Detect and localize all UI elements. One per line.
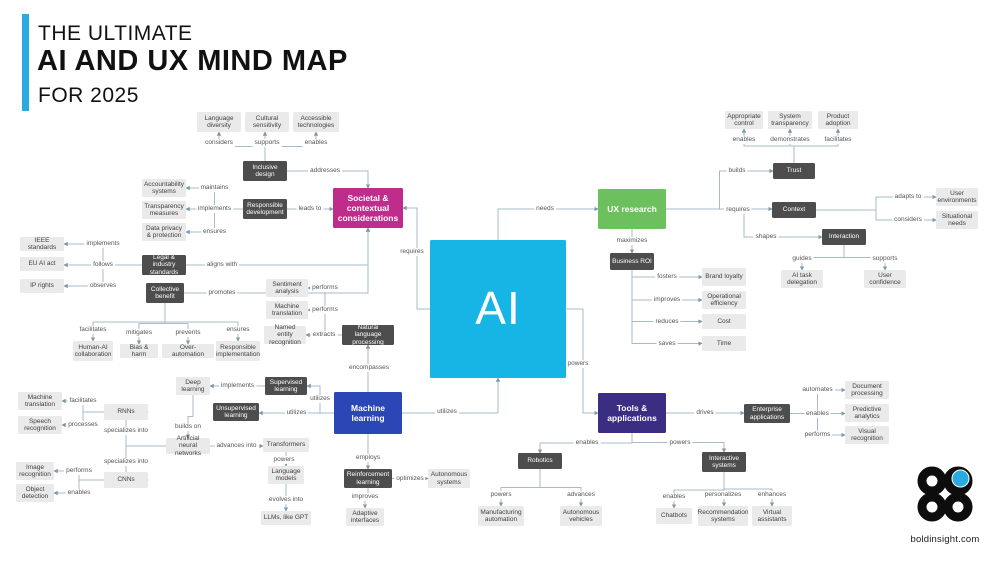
edge-context-user-environments <box>816 194 937 211</box>
edge-deep-learning-ann <box>185 395 194 439</box>
logo-url: boldinsight.com <box>910 534 980 545</box>
edge-inclusive-design-accessible-technologies <box>264 131 319 161</box>
edge-trust-product-adoption <box>793 128 841 163</box>
edge-ai-tools <box>566 308 599 416</box>
edge-nlp-machine-translation-nlp <box>307 307 342 336</box>
edge-robotics-autonomous-vehicles <box>539 469 584 507</box>
edge-business-roi-operational-efficiency <box>631 270 703 303</box>
edge-machine-learning-ai <box>402 377 501 414</box>
edge-business-roi-cost <box>631 270 703 324</box>
title-line-1: THE ULTIMATE <box>38 22 193 45</box>
edge-legal-standards-societal <box>186 227 371 266</box>
edge-ux-research-interaction <box>666 208 823 240</box>
edge-collective-benefit-societal <box>184 227 371 294</box>
edge-inclusive-design-language-diversity <box>216 131 266 161</box>
edge-ai-ux-research <box>497 206 599 240</box>
edge-ai-societal <box>402 205 430 310</box>
page-title: AI AND UX MIND MAP <box>37 45 348 77</box>
title-line-3: FOR 2025 <box>38 84 139 107</box>
edge-machine-learning-supervised-learning <box>306 383 334 414</box>
edge-ann-rnns <box>125 409 166 447</box>
edge-reinforcement-learning-adaptive-interfaces <box>362 488 369 509</box>
edge-interaction-ai-task-delegation <box>799 245 845 271</box>
boldinsight-logo: boldinsight.com <box>903 462 987 545</box>
edge-business-roi-time <box>631 270 703 346</box>
edge-enterprise-applications-visual-recognition <box>790 413 846 438</box>
edge-ux-research-trust <box>666 168 774 210</box>
edge-trust-system-transparency <box>787 128 795 163</box>
edge-cnns-object-detection <box>53 479 104 496</box>
edge-interactive-systems-virtual-assistants <box>723 472 775 507</box>
edge-context-situational-needs <box>816 209 937 223</box>
edge-inclusive-design-societal <box>287 170 371 189</box>
edge-tools-interactive-systems <box>631 433 727 453</box>
edge-rnns-speech-recognition <box>61 411 104 428</box>
edge-interactive-systems-chatbots <box>671 472 725 509</box>
edge-robotics-manufacturing-automation <box>498 469 541 507</box>
edge-legal-standards-ip-rights <box>63 264 142 289</box>
edge-collective-benefit-human-ai-collab <box>90 303 166 342</box>
edge-collective-benefit-over-automation <box>164 303 191 345</box>
boldinsight-logo-icon <box>917 466 973 522</box>
edge-interaction-user-confidence <box>843 245 888 271</box>
title-accent-bar <box>22 14 29 111</box>
edge-rnns-machine-translation <box>61 398 104 413</box>
edge-trust-appropriate-control <box>741 128 795 163</box>
edge-responsible-development-data-privacy <box>185 208 243 235</box>
edge-tools-robotics <box>537 433 633 454</box>
edge-enterprise-applications-document-processing <box>790 387 846 414</box>
edge-collective-benefit-responsible-implementation <box>164 303 241 342</box>
edge-responsible-development-accountability-systems <box>185 185 243 210</box>
edge-ann-cnns <box>125 445 166 483</box>
edge-business-roi-brand-loyalty <box>631 270 703 280</box>
edge-collective-benefit-bias-harm <box>136 303 166 345</box>
edge-cnns-image-recognition <box>53 468 104 481</box>
edge-legal-standards-ieee-standards <box>63 241 142 266</box>
